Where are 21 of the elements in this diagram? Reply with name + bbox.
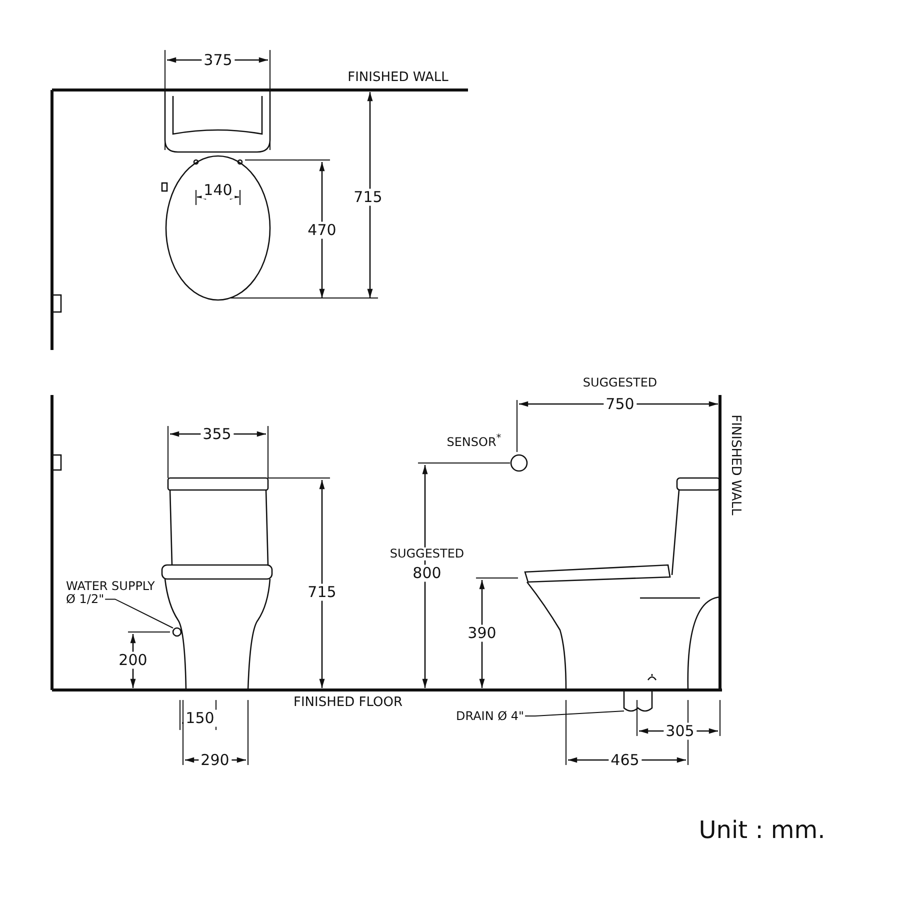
dimension-label: 375 xyxy=(202,52,234,68)
drain-pipe-drawing xyxy=(623,690,653,712)
leader-label: DRAIN Ø 4" xyxy=(456,710,556,724)
pipe-inlet-circle xyxy=(172,627,182,637)
dimension-label: 465 xyxy=(608,752,642,768)
dimension-label: 390 xyxy=(466,624,498,642)
dimension-label: 470 xyxy=(306,222,338,238)
note-text: SUGGESTED xyxy=(580,376,660,390)
dimension-label: 305 xyxy=(664,722,696,740)
leader-line xyxy=(524,710,624,716)
dimension-label: 140 xyxy=(202,182,234,198)
sensor-label: SENSOR$^{*}$ xyxy=(444,432,504,450)
dimension-label: 150 xyxy=(184,710,216,726)
note-text: SUGGESTED xyxy=(388,547,466,561)
leader-label: WATER SUPPLY Ø 1/2" xyxy=(66,580,156,606)
leader-line xyxy=(104,598,174,628)
dimension-label: 355 xyxy=(200,426,234,442)
dimension-label: 200 xyxy=(116,652,150,668)
dimension-label: 290 xyxy=(198,752,232,768)
dimension-label: 750 xyxy=(604,396,636,412)
dimension-label: 800 xyxy=(410,564,444,582)
